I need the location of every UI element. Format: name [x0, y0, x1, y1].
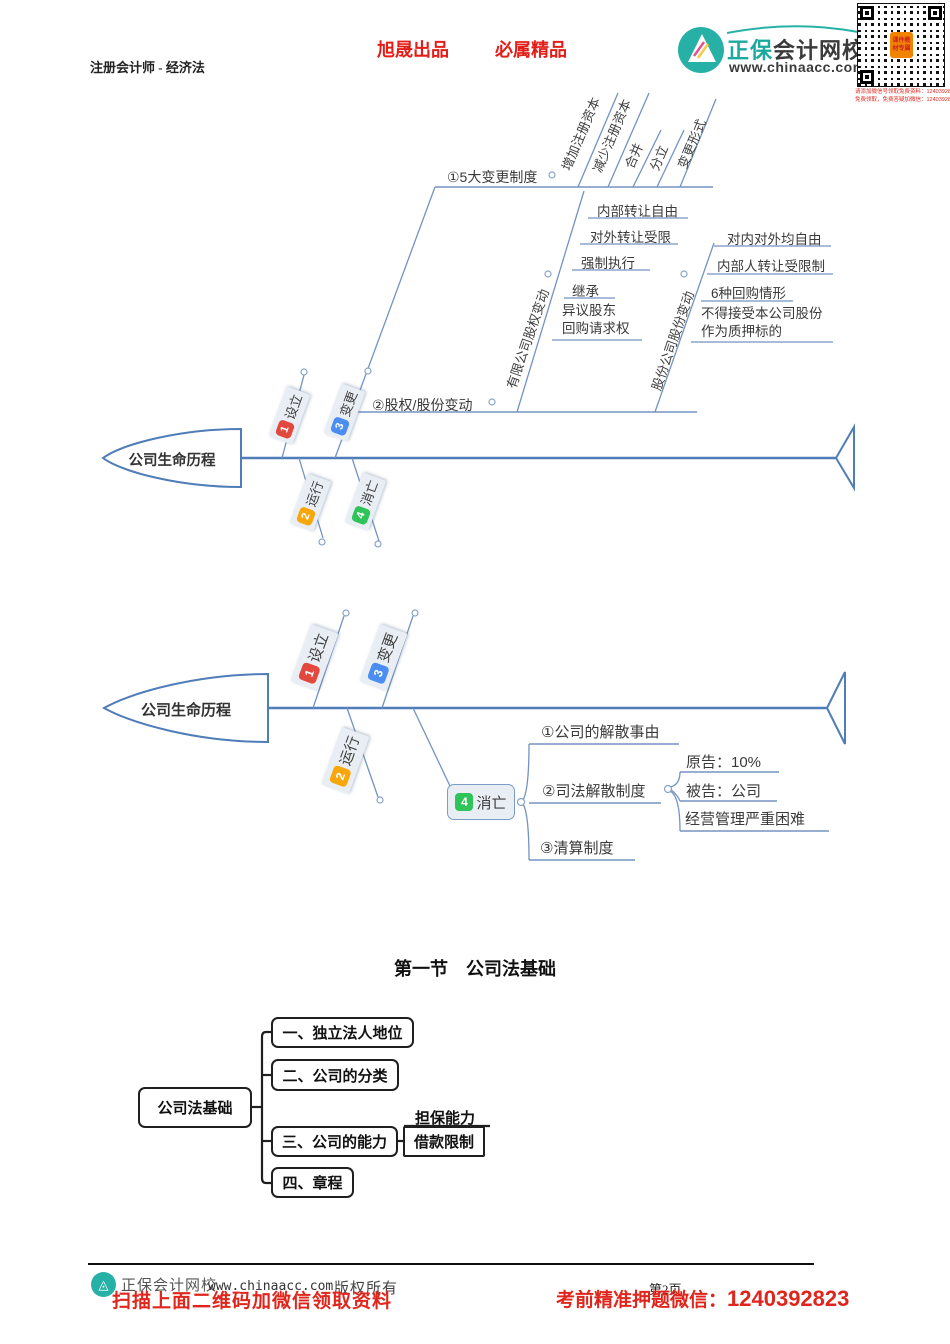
bone-label-text: 变更 — [374, 630, 402, 665]
branch2-right-item: 6种回购情形 — [711, 286, 787, 301]
footer-url: www.chinaacc.com — [208, 1279, 334, 1294]
item-line: 回购请求权 — [562, 321, 630, 336]
brand-url: www.chinaacc.com — [729, 59, 866, 75]
fishbone2-head: 公司生命历程 — [140, 702, 231, 719]
footer-copyright: 版权所有 — [334, 1280, 399, 1297]
bone-label-text: 运行 — [303, 479, 327, 509]
qr-center-label: 课件教材专属 — [890, 32, 913, 58]
badge-3: 3 — [329, 415, 350, 437]
badge-1: 1 — [274, 418, 295, 440]
qr-caption-1: 请添加微信号领取免费资料：1240392823 — [855, 89, 950, 95]
fishbone2-bone-yunxing: 2 运行 — [321, 726, 370, 795]
brand-name: 正保会计网校 — [727, 33, 865, 65]
dissolve-sub-item: 经营管理严重困难 — [685, 811, 806, 828]
node-label-text: 消亡 — [476, 794, 507, 812]
slogan-left: 旭晟出品 — [377, 40, 449, 60]
section-heading: 第一节 公司法基础 — [394, 959, 556, 979]
capacity-borrow-box: 借款限制 — [403, 1126, 485, 1157]
fishbone1-bone-yunxing: 2 运行 — [289, 473, 332, 532]
branch2-left-item: 对外转让受限 — [590, 230, 671, 245]
badge-2: 2 — [328, 764, 352, 788]
badge-1: 1 — [297, 661, 321, 685]
branch2-right-item: 内部人转让受限制 — [717, 259, 825, 274]
tree-branch-legal-person: 一、独立法人地位 — [271, 1017, 414, 1048]
qr-caption-2: 免费领取，免费答疑加微信：1240392823 — [855, 97, 950, 103]
branch2-right-label: 股份公司股份变动 — [648, 289, 697, 393]
bone-label-text: 消亡 — [358, 478, 382, 508]
dissolve-sub-item: 原告：10% — [686, 754, 762, 771]
bone-label-text: 变更 — [337, 389, 361, 419]
footer-promo-label: 考前精准押题微信： — [556, 1290, 728, 1311]
capacity-guarantee-label: 担保能力 — [415, 1110, 476, 1127]
page-number: 第2页 — [649, 1282, 682, 1297]
course-title: 注册会计师 - 经济法 — [90, 60, 205, 75]
badge-4: 4 — [455, 793, 474, 811]
branch2-left-label: 有限公司股权变动 — [503, 287, 552, 391]
footer-promo: 考前精准押题微信：1240392823 — [556, 1285, 849, 1312]
fishbone1-bone-biangeng: 3 变更 — [323, 383, 366, 442]
qr-code: 课件教材专属 — [857, 3, 945, 87]
xiaowang-item: ③清算制度 — [540, 840, 614, 857]
slogan-right: 必属精品 — [495, 40, 567, 60]
item-line: 异议股东 — [562, 303, 616, 318]
tree-branch-capacity: 三、公司的能力 — [271, 1126, 398, 1157]
branch2-left-item: 继承 — [572, 284, 599, 299]
item-line: 不得接受本公司股份 — [701, 306, 823, 321]
branch1-item: 分立 — [646, 142, 671, 173]
branch1-item: 变更形式 — [674, 117, 709, 171]
bone-label-text: 运行 — [336, 733, 364, 768]
branch2-left-item: 强制执行 — [581, 256, 635, 271]
xiaowang-item: ①公司的解散事由 — [541, 724, 660, 741]
tree-branch-charter: 四、章程 — [271, 1167, 354, 1198]
fishbone1-bone-sheli: 1 设立 — [268, 386, 311, 445]
footer-scan-text: 扫描上面二维码加微信领取资料 — [112, 1291, 393, 1312]
badge-3: 3 — [366, 661, 390, 685]
branch2-right-item: 不得接受本公司股份 作为质押标的 — [701, 305, 823, 341]
qr-finder-icon — [928, 6, 942, 20]
xiaowang-item: ②司法解散制度 — [542, 783, 646, 800]
fishbone2-bone-sheli: 1 设立 — [290, 623, 339, 692]
footer-brand-icon: ◬ — [91, 1272, 116, 1297]
fishbone2-node-xiaowang: 4 消亡 — [447, 784, 515, 820]
dissolve-sub-item: 被告：公司 — [686, 783, 762, 800]
tree-root-company-law-basics: 公司法基础 — [138, 1087, 252, 1128]
branch2-title: ②股权/股份变动 — [372, 397, 473, 413]
bone-label-text: 设立 — [305, 630, 333, 665]
qr-finder-icon — [860, 6, 874, 20]
fishbone1-head: 公司生命历程 — [128, 453, 216, 469]
fishbone1-bone-xiaowang: 4 消亡 — [344, 472, 387, 531]
brand-name-secondary: 会计网校 — [773, 38, 866, 63]
footer-divider — [88, 1263, 814, 1265]
branch2-left-item: 内部转让自由 — [597, 204, 678, 219]
qr-finder-icon — [860, 70, 874, 84]
bone-label-text: 设立 — [282, 392, 306, 422]
badge-4: 4 — [350, 504, 371, 526]
footer-brand: 正保会计网校 — [121, 1277, 218, 1294]
badge-2: 2 — [295, 505, 316, 527]
fishbone2-bone-biangeng: 3 变更 — [359, 623, 408, 692]
branch2-right-item: 对内对外均自由 — [727, 232, 822, 247]
brand-name-primary: 正保 — [727, 38, 774, 63]
branch1-title: ①5大变更制度 — [447, 169, 538, 185]
item-line: 作为质押标的 — [701, 324, 782, 339]
branch2-left-item: 异议股东 回购请求权 — [562, 302, 630, 338]
tree-branch-classification: 二、公司的分类 — [271, 1059, 399, 1091]
branch1-item: 合并 — [621, 140, 646, 171]
footer-promo-number: 1240392823 — [727, 1286, 850, 1311]
